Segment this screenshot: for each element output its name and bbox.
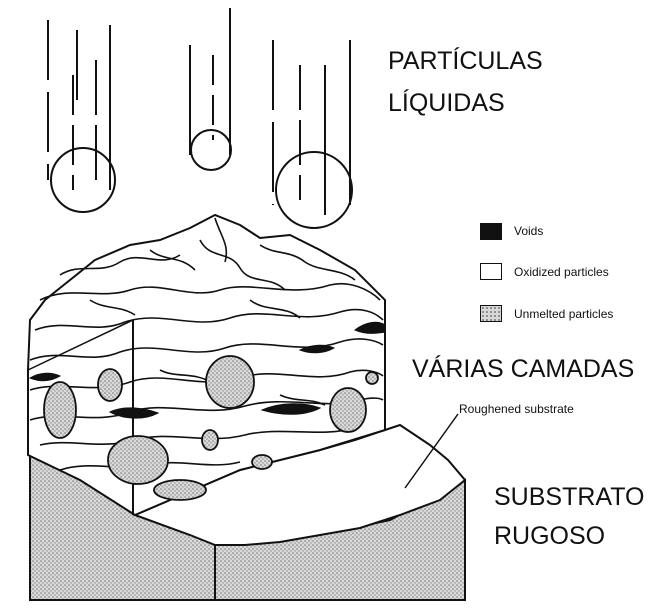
droplet-1 — [51, 148, 115, 212]
label-substrate-line2: RUGOSO — [494, 519, 605, 553]
legend-swatch-unmelted — [480, 305, 502, 322]
label-liquid-particles-line2: LÍQUIDAS — [388, 86, 505, 120]
label-multiple-layers: VÁRIAS CAMADAS — [412, 352, 634, 386]
droplet-trails — [48, 8, 350, 215]
legend-swatch-voids — [480, 223, 502, 240]
droplet-3 — [276, 152, 352, 228]
label-substrate-line1: SUBSTRATO — [494, 480, 645, 514]
legend-label-unmelted: Unmelted particles — [514, 307, 613, 321]
legend-label-oxidized: Oxidized particles — [514, 265, 609, 279]
legend-label-voids: Voids — [514, 224, 543, 238]
label-roughened-substrate: Roughened substrate — [459, 402, 574, 416]
droplet-2 — [191, 130, 231, 170]
legend-swatch-oxidized — [480, 263, 502, 280]
label-liquid-particles-line1: PARTÍCULAS — [388, 44, 543, 78]
